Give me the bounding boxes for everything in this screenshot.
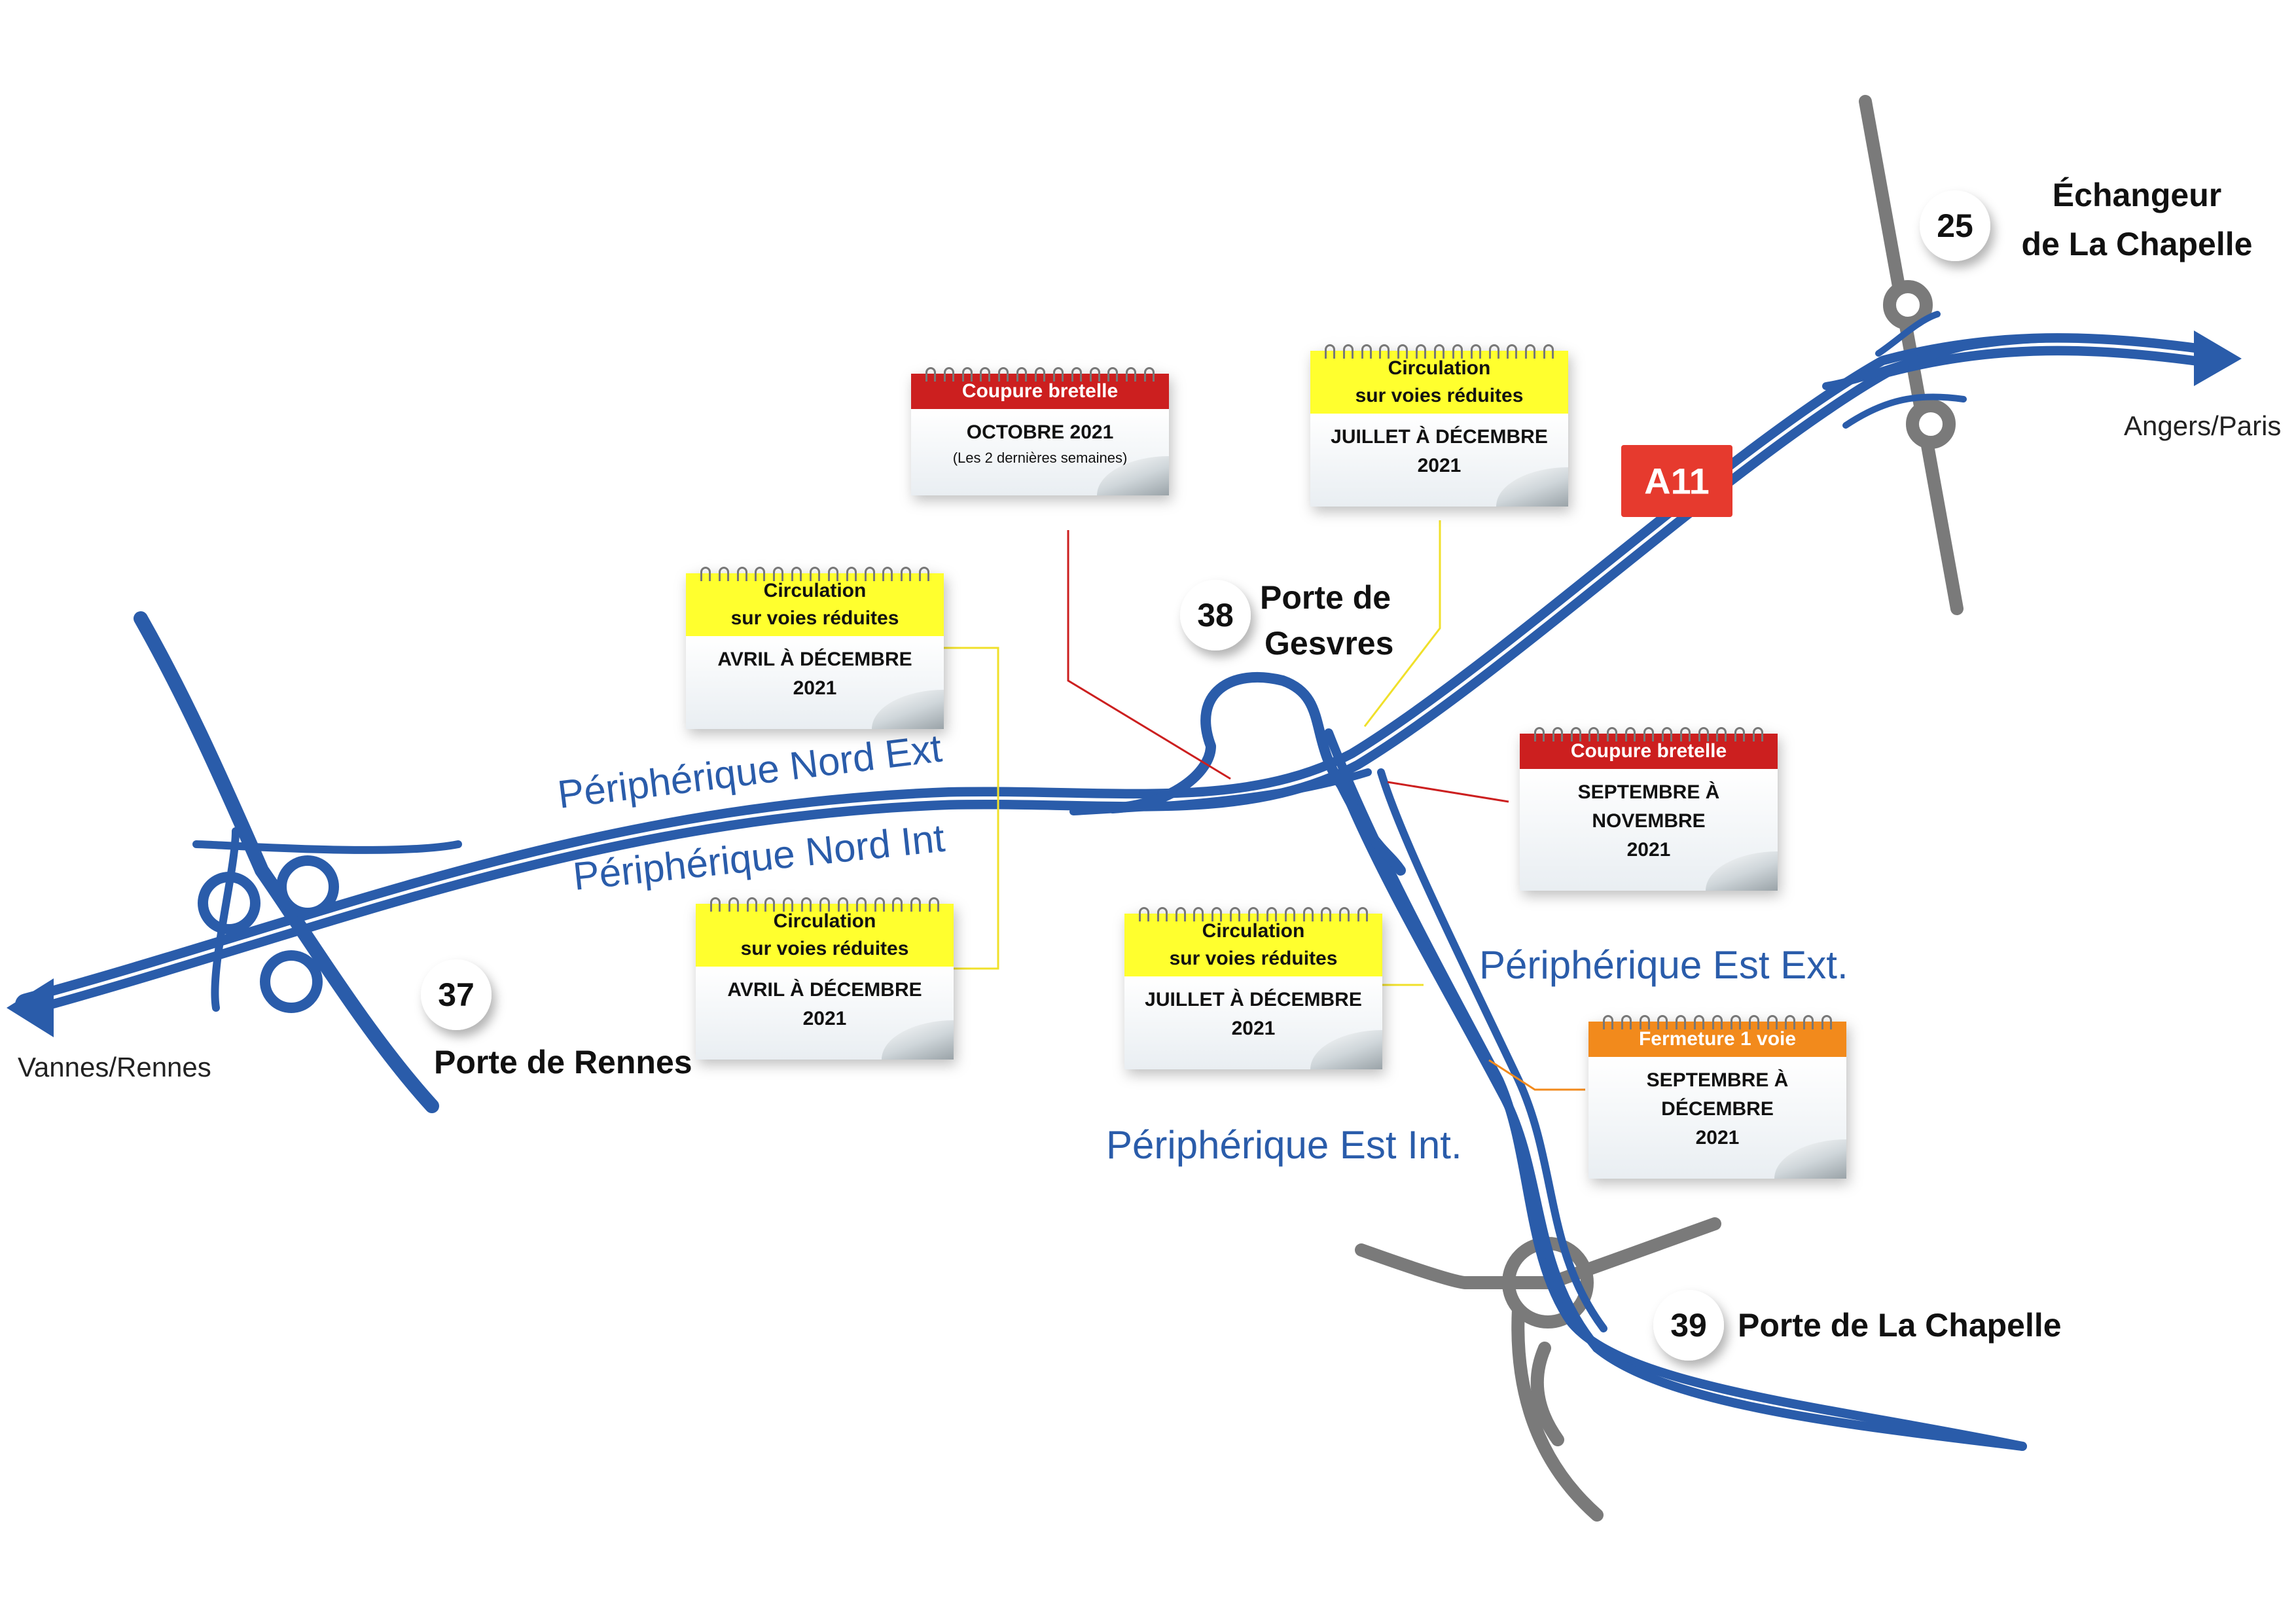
svg-text:A11: A11 xyxy=(1644,461,1710,502)
calendar-header: Circulation sur voies réduites xyxy=(686,573,944,636)
calendar-date: SEPTEMBRE À xyxy=(1646,1069,1789,1091)
calendar-year: 2021 xyxy=(793,677,837,699)
calendar-note: (Les 2 dernières semaines) xyxy=(952,450,1128,466)
calendar-date: OCTOBRE 2021 xyxy=(966,421,1114,443)
calendar-date: JUILLET À DÉCEMBRE xyxy=(1331,426,1548,448)
calendar-reduites-juillet-est: Circulation sur voies réduites JUILLET À… xyxy=(1124,903,1382,1069)
calendar-header: Circulation sur voies réduites xyxy=(1124,914,1382,976)
calendar-reduites-juillet-nord: Circulation sur voies réduites JUILLET À… xyxy=(1310,340,1568,507)
calendar-date-2: NOVEMBRE xyxy=(1592,810,1706,832)
badge-37: 37 Porte de Rennes xyxy=(421,959,692,1080)
calendar-year: 2021 xyxy=(1417,455,1462,476)
roundabout-25-south xyxy=(1906,399,1956,449)
ring-road xyxy=(7,311,2242,1451)
svg-text:37: 37 xyxy=(438,976,475,1013)
arrow-east-icon xyxy=(2194,330,2242,386)
svg-text:25: 25 xyxy=(1937,207,1973,244)
calendar-fermeture-voie: Fermeture 1 voie SEPTEMBRE À DÉCEMBRE 20… xyxy=(1588,1011,1846,1179)
calendar-year: 2021 xyxy=(1231,1018,1276,1039)
leader-lines xyxy=(942,520,1585,1091)
interchange-38-name-2: Gesvres xyxy=(1265,625,1393,662)
calendar-reduites-avril-ext: Circulation sur voies réduites AVRIL À D… xyxy=(686,563,944,729)
calendar-coupure-septembre: Coupure bretelle SEPTEMBRE À NOVEMBRE 20… xyxy=(1520,723,1778,891)
interchange-25-name-1: Échangeur xyxy=(2053,177,2221,213)
a11-label: A11 xyxy=(1621,445,1732,517)
calendar-year: 2021 xyxy=(1695,1127,1740,1149)
calendar-rings xyxy=(696,893,954,912)
road-est-int-label: Périphérique Est Int. xyxy=(1106,1123,1462,1167)
calendar-date: AVRIL À DÉCEMBRE xyxy=(727,979,922,1001)
svg-text:38: 38 xyxy=(1197,597,1234,633)
roundabout-25-north xyxy=(1883,280,1933,330)
direction-east-label: Angers/Paris xyxy=(2124,410,2281,441)
interchange-39-name: Porte de La Chapelle xyxy=(1738,1307,2062,1344)
calendar-coupure-octobre: Coupure bretelle OCTOBRE 2021 (Les 2 der… xyxy=(911,363,1169,495)
interchange-25-name-2: de La Chapelle xyxy=(2022,226,2253,262)
calendar-year: 2021 xyxy=(802,1008,847,1029)
calendar-rings xyxy=(911,363,1169,382)
calendar-rings xyxy=(1588,1011,1846,1029)
calendar-rings xyxy=(686,563,944,581)
calendar-date: JUILLET À DÉCEMBRE xyxy=(1145,989,1362,1010)
gesvres-loop xyxy=(1107,671,1406,876)
calendar-rings xyxy=(1520,723,1778,741)
calendar-header: Circulation sur voies réduites xyxy=(1310,351,1568,414)
calendar-rings xyxy=(1310,340,1568,359)
calendar-date-2: DÉCEMBRE xyxy=(1661,1098,1774,1120)
direction-west-label: Vannes/Rennes xyxy=(18,1052,211,1082)
calendar-header: Circulation sur voies réduites xyxy=(696,904,954,967)
calendar-date: AVRIL À DÉCEMBRE xyxy=(717,649,912,670)
arrow-west-icon xyxy=(7,978,54,1037)
svg-text:39: 39 xyxy=(1670,1307,1707,1344)
badge-25: 25 Échangeur de La Chapelle xyxy=(1920,177,2252,262)
badge-39: 39 Porte de La Chapelle xyxy=(1653,1290,2062,1361)
interchange-38-name-1: Porte de xyxy=(1260,579,1391,616)
road-est-ext-label: Périphérique Est Ext. xyxy=(1479,943,1848,987)
interchange-37-name: Porte de Rennes xyxy=(434,1044,692,1080)
calendar-reduites-avril-int: Circulation sur voies réduites AVRIL À D… xyxy=(696,893,954,1060)
calendar-date: SEPTEMBRE À xyxy=(1577,781,1720,803)
badge-38: 38 Porte de Gesvres xyxy=(1180,579,1393,662)
calendar-header: Fermeture 1 voie xyxy=(1588,1022,1846,1057)
calendar-rings xyxy=(1124,903,1382,921)
roundabouts xyxy=(1502,280,1956,1329)
calendar-year: 2021 xyxy=(1626,839,1671,861)
